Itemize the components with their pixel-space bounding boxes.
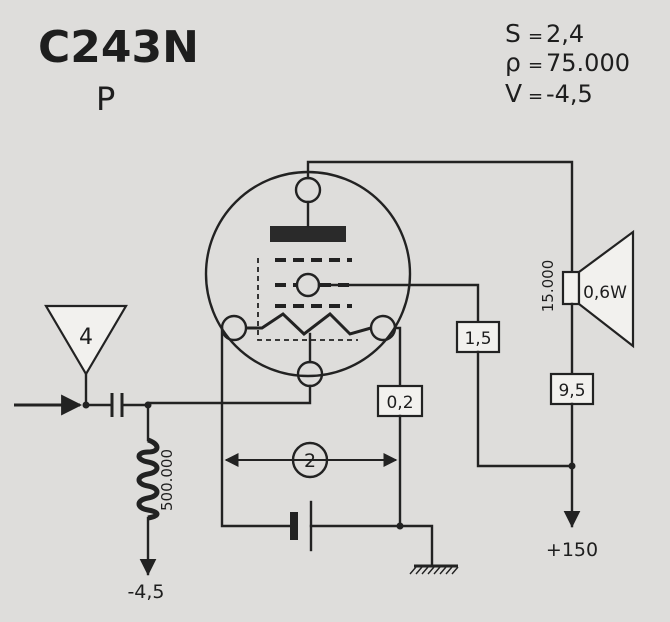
speaker-cone [577, 229, 635, 349]
tube-pin-left [220, 314, 248, 342]
anode-plate [270, 226, 346, 242]
antenna-triangle [44, 304, 128, 377]
speaker-power-label: 0,6W [583, 283, 627, 303]
grid-resistor [136, 437, 160, 521]
battery-plate-neg [290, 512, 298, 540]
wire-right-pin [393, 326, 402, 388]
wire-screen [317, 283, 480, 324]
wire-ground [398, 524, 434, 568]
filament-marker [291, 441, 329, 479]
grid-supply-label: -4,5 [127, 581, 164, 603]
param-v-eq: = [528, 86, 543, 107]
parameter-list: S = 2,4 ρ = 75.000 V = -4,5 [505, 19, 630, 108]
wire-screen-supply [476, 350, 574, 468]
grid-resistor-label: 500.000 [158, 449, 176, 511]
filament [246, 312, 372, 336]
antenna-label: 4 [79, 325, 93, 350]
screen-box-label: 1,5 [464, 329, 491, 349]
speaker-box-label: 9,5 [558, 381, 585, 401]
tube-pin-center [295, 272, 321, 298]
shield-dashed [257, 258, 358, 341]
filament-marker-label: 2 [304, 450, 316, 472]
node-supply [568, 462, 576, 470]
param-rho-value: 75.000 [546, 49, 630, 77]
plate-box-label: 0,2 [386, 393, 413, 413]
tube-pin-top [294, 176, 322, 204]
tube-pin-bottom [296, 360, 324, 388]
param-s-eq: = [528, 26, 543, 47]
wire-grid-bus [146, 384, 312, 405]
param-s-value: 2,4 [546, 20, 584, 48]
tube-type-title: C243N [38, 22, 199, 73]
speaker-resistance-label: 15.000 [539, 260, 557, 313]
plate-supply-label: +150 [546, 539, 598, 561]
param-s-symbol: S [505, 19, 521, 48]
wire-anode-speaker [306, 160, 574, 274]
ground-hatch [409, 566, 459, 575]
param-v-symbol: V [505, 79, 522, 108]
param-rho-eq: = [528, 55, 543, 76]
wire-left-pin [220, 326, 292, 528]
param-v-value: -4,5 [546, 80, 593, 108]
param-rho-symbol: ρ [505, 48, 521, 77]
plate-box [376, 384, 424, 418]
speaker-box [549, 372, 595, 406]
tube-grids [275, 258, 352, 308]
tube-pin-right [369, 314, 397, 342]
tube-class-label: P [96, 80, 115, 118]
speaker-coil [561, 270, 581, 306]
